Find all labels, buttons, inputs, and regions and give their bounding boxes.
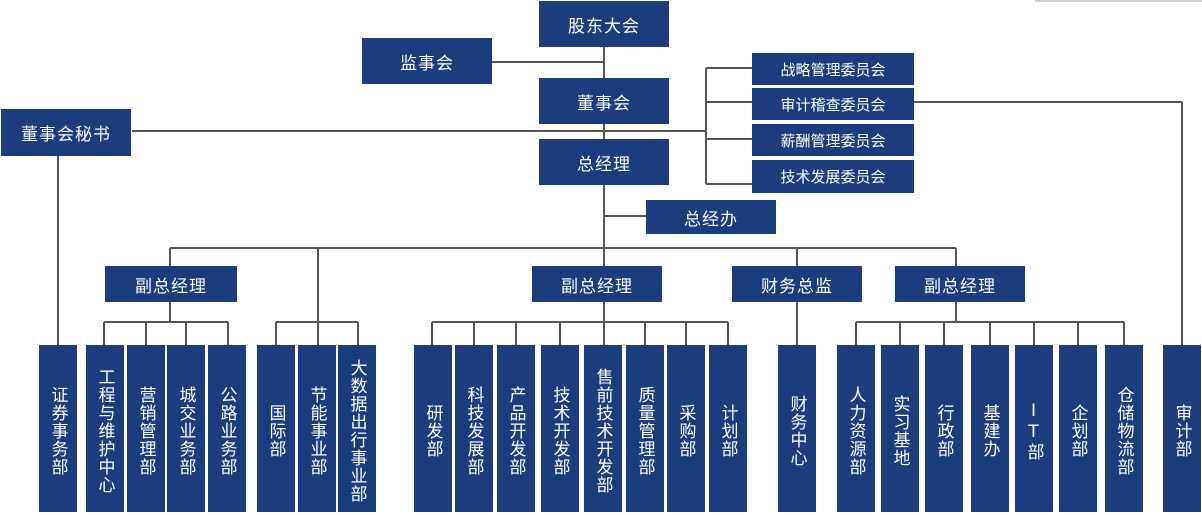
node-committee-strategy: 战略管理委员会 (752, 53, 914, 85)
dept-procurement: 采购部 (667, 345, 705, 512)
dept-infrastructure: 基建办 (971, 345, 1009, 512)
dept-warehouse-logistics: 仓储物流部 (1105, 345, 1143, 512)
node-committee-technology: 技术发展委员会 (752, 160, 914, 193)
dept-human-resources: 人力资源部 (837, 345, 875, 512)
node-gm-office: 总经办 (646, 200, 776, 234)
dept-international: 国际部 (257, 345, 295, 512)
dept-planning: 计划部 (709, 345, 747, 512)
dept-highway: 公路业务部 (208, 345, 246, 512)
node-supervisory-board: 监事会 (362, 38, 492, 84)
dept-finance-center: 财务中心 (778, 345, 816, 512)
node-cfo: 财务总监 (732, 266, 862, 302)
dept-corporate-planning: 企划部 (1059, 345, 1097, 512)
dept-internship-base: 实习基地 (881, 345, 919, 512)
dept-energy-saving: 节能事业部 (298, 345, 336, 512)
top-right-rule (1035, 0, 1202, 2)
dept-quality: 质量管理部 (626, 345, 664, 512)
node-committee-compensation: 薪酬管理委员会 (752, 124, 914, 156)
dept-urban-transit: 城交业务部 (167, 345, 205, 512)
node-board-secretary: 董事会秘书 (1, 109, 131, 156)
dept-administration: 行政部 (925, 345, 963, 512)
dept-marketing: 营销管理部 (127, 345, 165, 512)
node-vp-middle: 副总经理 (532, 266, 662, 302)
dept-rnd: 研发部 (414, 345, 452, 512)
dept-presales: 售前技术开发部 (584, 345, 622, 512)
dept-engineering-maintenance: 工程与维护中心 (86, 345, 124, 512)
node-general-manager: 总经理 (539, 139, 669, 185)
node-shareholders: 股东大会 (539, 1, 669, 47)
dept-product-development: 产品开发部 (497, 345, 535, 512)
node-committee-audit: 审计稽查委员会 (752, 88, 914, 120)
node-vp-left: 副总经理 (105, 266, 237, 302)
dept-audit: 审计部 (1163, 345, 1201, 512)
dept-securities: 证券事务部 (39, 345, 77, 512)
node-vp-right: 副总经理 (895, 266, 1025, 302)
dept-technology-development: 技术开发部 (541, 345, 579, 512)
dept-big-data-mobility: 大数据出行事业部 (338, 345, 376, 512)
node-board: 董事会 (539, 78, 669, 124)
dept-tech-development: 科技发展部 (455, 345, 493, 512)
dept-it: IT部 (1015, 345, 1053, 512)
